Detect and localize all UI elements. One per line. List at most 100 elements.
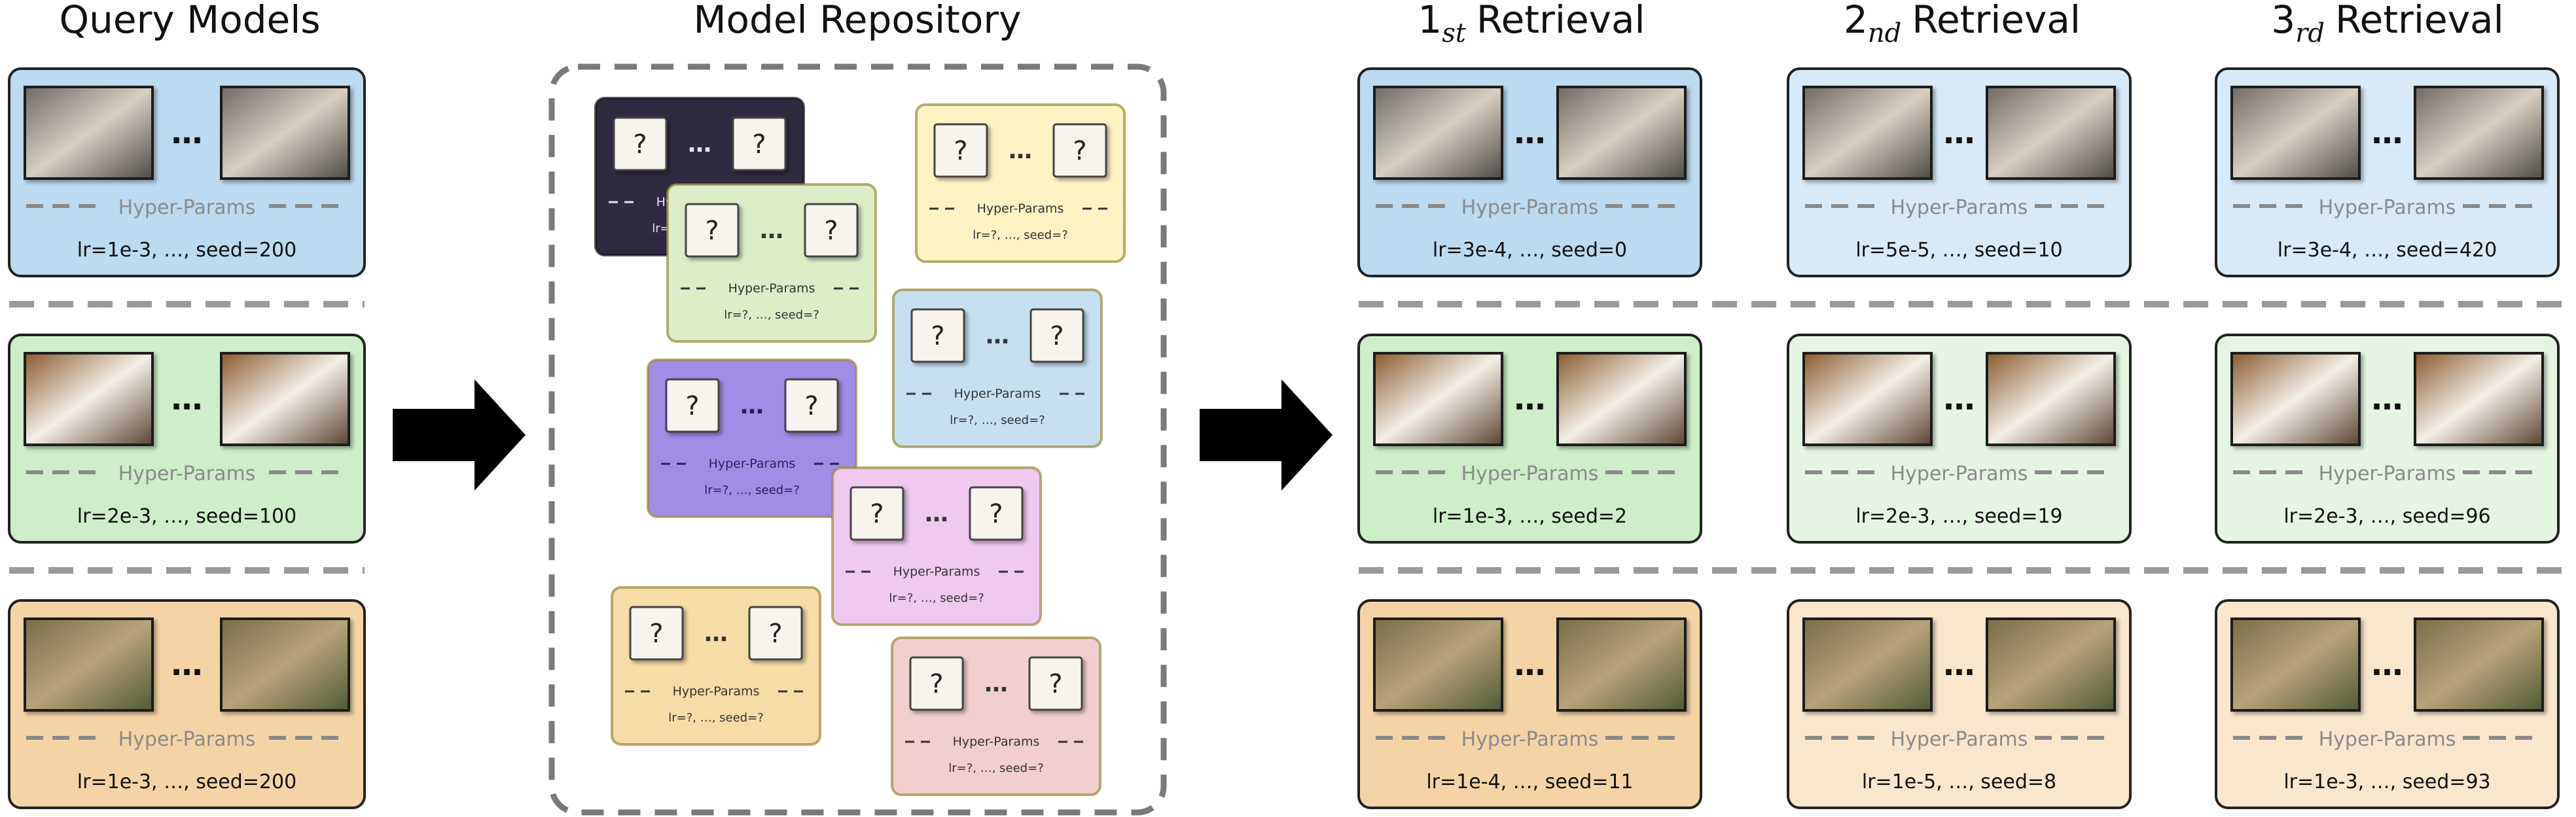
rank-number: 3 <box>2271 0 2295 42</box>
question-mark: ? <box>633 130 647 160</box>
rank-word: Retrieval <box>2335 0 2504 42</box>
question-mark: ? <box>1050 321 1064 351</box>
hyper-params-label: Hyper-Params <box>2319 462 2456 485</box>
hyper-params-label: Hyper-Params <box>118 196 256 219</box>
sample-image-1 <box>1373 352 1503 446</box>
sample-image-2 <box>2414 352 2544 446</box>
repository-border <box>548 63 1167 816</box>
rank-word: Retrieval <box>1476 0 1645 42</box>
ellipsis: … <box>740 392 764 419</box>
hyper-params-label: Hyper-Params <box>709 457 796 471</box>
unknown-model-box-1 <box>933 123 988 178</box>
hyper-params-label: Hyper-Params <box>1891 462 2028 485</box>
sample-image-2 <box>2414 617 2544 712</box>
arrow-to-repository <box>393 379 526 491</box>
sample-image-2 <box>2414 86 2544 180</box>
unknown-model-box-2 <box>1029 308 1084 363</box>
unknown-model-box-2 <box>732 116 787 171</box>
unknown-model-box-2 <box>969 486 1024 541</box>
sample-image-2 <box>1556 617 1687 712</box>
row-separators <box>9 301 2572 574</box>
question-mark: ? <box>649 619 663 649</box>
sample-image-1 <box>1802 617 1933 712</box>
hyper-params-value: lr=2e-3, …, seed=100 <box>77 505 296 528</box>
unknown-model-box-1 <box>850 486 904 541</box>
rank-number: 2 <box>1844 0 1868 42</box>
hyper-params-label: Hyper-Params <box>2319 728 2456 751</box>
sample-image-1 <box>24 617 154 712</box>
question-mark: ? <box>768 619 782 649</box>
hyper-params-label: Hyper-Params <box>2319 196 2456 219</box>
question-mark: ? <box>929 669 943 699</box>
header-query-models: Query Models <box>59 0 320 42</box>
unknown-model-box-1 <box>685 203 740 258</box>
hyper-params-value: lr=1e-5, …, seed=8 <box>1862 771 2056 793</box>
ellipsis: … <box>984 670 1008 697</box>
sample-image-1 <box>2230 86 2361 180</box>
sample-image-2 <box>220 86 350 180</box>
ellipsis: … <box>1514 646 1546 683</box>
question-mark: ? <box>870 499 884 529</box>
ellipsis: … <box>171 114 203 151</box>
hyper-params-label: Hyper-Params <box>953 735 1040 749</box>
ellipsis: … <box>1514 114 1546 151</box>
question-mark: ? <box>804 391 818 421</box>
unknown-model-box-2 <box>784 378 839 433</box>
sample-image-2 <box>1986 352 2116 446</box>
rank-suffix: rd <box>2295 18 2325 48</box>
unknown-model-box-2 <box>1028 656 1083 711</box>
ellipsis: … <box>1009 137 1032 164</box>
question-mark: ? <box>954 136 967 166</box>
hyper-params-value: lr=?, …, seed=? <box>950 413 1045 427</box>
ellipsis: … <box>171 646 203 683</box>
unknown-model-box-1 <box>909 656 964 711</box>
unknown-model-box-1 <box>910 308 965 363</box>
hyper-params-value: lr=?, …, seed=? <box>704 483 800 497</box>
ellipsis: … <box>704 620 728 647</box>
hyper-params-label: Hyper-Params <box>118 462 256 485</box>
model-repository-column: ?? … Hyper-Params lr=?, …, seed=??? … Hyper-P… <box>594 97 1126 796</box>
sample-image-1 <box>1373 617 1503 712</box>
sample-image-2 <box>220 352 350 446</box>
ellipsis: … <box>688 131 711 158</box>
hyper-params-value: lr=1e-3, …, seed=200 <box>77 239 296 262</box>
hyper-params-label: Hyper-Params <box>728 281 815 296</box>
question-mark: ? <box>705 216 719 246</box>
question-mark: ? <box>989 499 1003 529</box>
ellipsis: … <box>2372 381 2403 417</box>
sample-image-1 <box>24 352 154 446</box>
rank-suffix: nd <box>1868 18 1901 48</box>
hyper-params-label: Hyper-Params <box>893 565 980 579</box>
hyper-params-value: lr=1e-4, …, seed=11 <box>1426 771 1633 793</box>
hyper-params-label: Hyper-Params <box>1461 196 1599 219</box>
sample-image-1 <box>2230 352 2361 446</box>
sample-image-2 <box>1556 352 1687 446</box>
unknown-model-box-1 <box>629 606 684 661</box>
ellipsis: … <box>2372 646 2403 683</box>
hyper-params-value: lr=?, …, seed=? <box>948 761 1044 775</box>
header-3rd-retrieval: 3rd Retrieval <box>2271 0 2503 48</box>
rank-suffix: st <box>1442 18 1467 48</box>
ellipsis: … <box>986 322 1009 349</box>
unknown-model-box-1 <box>665 378 720 433</box>
sample-image-2 <box>1556 86 1687 180</box>
ellipsis: … <box>1944 114 1975 151</box>
sample-image-1 <box>1802 86 1933 180</box>
sample-image-1 <box>24 86 154 180</box>
hyper-params-value: lr=1e-3, …, seed=2 <box>1433 505 1627 528</box>
hyper-params-value: lr=?, …, seed=? <box>724 308 819 322</box>
unknown-model-box-1 <box>613 116 668 171</box>
